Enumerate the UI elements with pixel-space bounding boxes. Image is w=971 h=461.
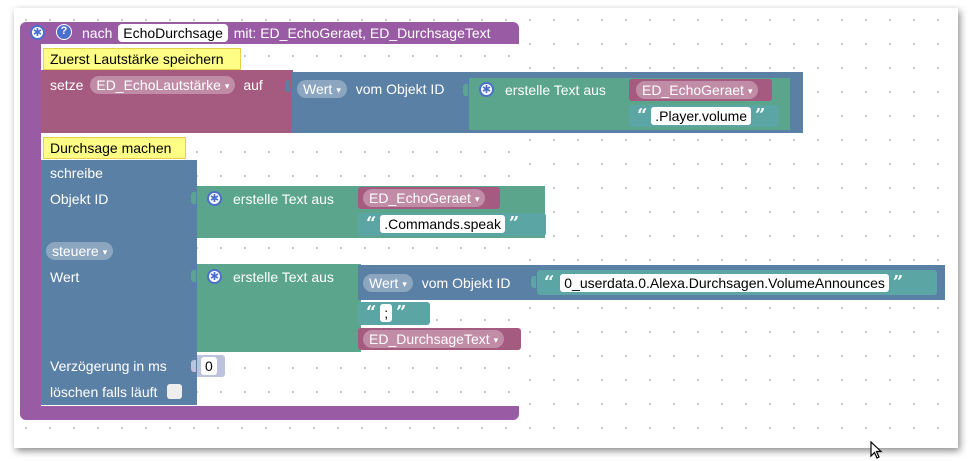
function-header: ✱ ? nach EchoDurchsage mit: ED_EchoGerae… [20, 22, 519, 44]
close-quote-icon: ” [892, 272, 904, 293]
function-name-field[interactable]: EchoDurchsage [118, 24, 228, 42]
variable-dropdown[interactable]: ED_EchoLautstärke▾ [90, 76, 236, 94]
value-label: Wert [50, 269, 80, 285]
comment-block[interactable]: Durchsage machen [43, 137, 186, 159]
object-id-field[interactable]: 0_userdata.0.Alexa.Durchsagen.VolumeAnno… [560, 274, 889, 292]
variable-get-block[interactable] [358, 187, 500, 209]
clear-label: löschen falls läuft [50, 384, 158, 400]
function-params: mit: ED_EchoGeraet, ED_DurchsageText [233, 25, 491, 41]
close-quote-icon: ” [396, 302, 407, 323]
mouse-pointer-icon [870, 441, 883, 459]
gear-icon[interactable]: ✱ [479, 82, 494, 97]
text-join-label: erstelle Text aus [505, 82, 606, 98]
variable-get-block[interactable] [358, 328, 521, 350]
open-quote-icon: “ [366, 302, 377, 323]
delay-label: Verzögerung in ms [50, 358, 167, 374]
write-block[interactable] [41, 160, 197, 405]
text-field[interactable]: .Player.volume [651, 107, 752, 125]
gear-icon[interactable]: ✱ [30, 25, 45, 40]
open-quote-icon: “ [544, 272, 555, 293]
open-quote-icon: “ [366, 213, 377, 234]
object-id-label: Objekt ID [50, 191, 109, 207]
mode-dropdown[interactable]: steuere▾ [46, 242, 114, 260]
separator-field[interactable]: ; [380, 304, 393, 322]
gear-icon[interactable]: ✱ [207, 269, 222, 284]
variable-dropdown[interactable]: ED_EchoGeraet▾ [363, 189, 486, 207]
close-quote-icon: ” [508, 213, 520, 234]
value-type-dropdown[interactable]: Wert▾ [363, 274, 413, 292]
set-label: setze [50, 77, 84, 93]
gear-icon[interactable]: ✱ [207, 191, 222, 206]
text-join-block[interactable] [197, 264, 361, 352]
clear-checkbox[interactable] [167, 384, 182, 399]
function-prefix: nach [82, 25, 113, 41]
comment-block[interactable]: Zuerst Lautstärke speichern [43, 48, 241, 70]
text-join-label: erstelle Text aus [233, 191, 334, 207]
help-icon[interactable]: ? [56, 24, 72, 40]
write-title: schreibe [50, 165, 103, 181]
from-object-label: vom Objekt ID [421, 275, 511, 291]
close-quote-icon: ” [754, 105, 766, 126]
text-join-label: erstelle Text aus [233, 269, 334, 285]
delay-value-field[interactable]: 0 [201, 357, 217, 375]
variable-get-block[interactable] [629, 79, 772, 101]
from-object-label: vom Objekt ID [355, 81, 445, 97]
value-type-dropdown[interactable]: Wert▾ [297, 80, 347, 98]
text-field[interactable]: .Commands.speak [380, 215, 505, 233]
text-literal-block[interactable] [358, 302, 430, 325]
variable-dropdown[interactable]: ED_DurchsageText▾ [363, 330, 505, 348]
auf-label: auf [243, 77, 263, 93]
set-variable-block[interactable] [41, 70, 293, 133]
variable-dropdown[interactable]: ED_EchoGeraet▾ [636, 81, 759, 99]
open-quote-icon: “ [637, 105, 648, 126]
